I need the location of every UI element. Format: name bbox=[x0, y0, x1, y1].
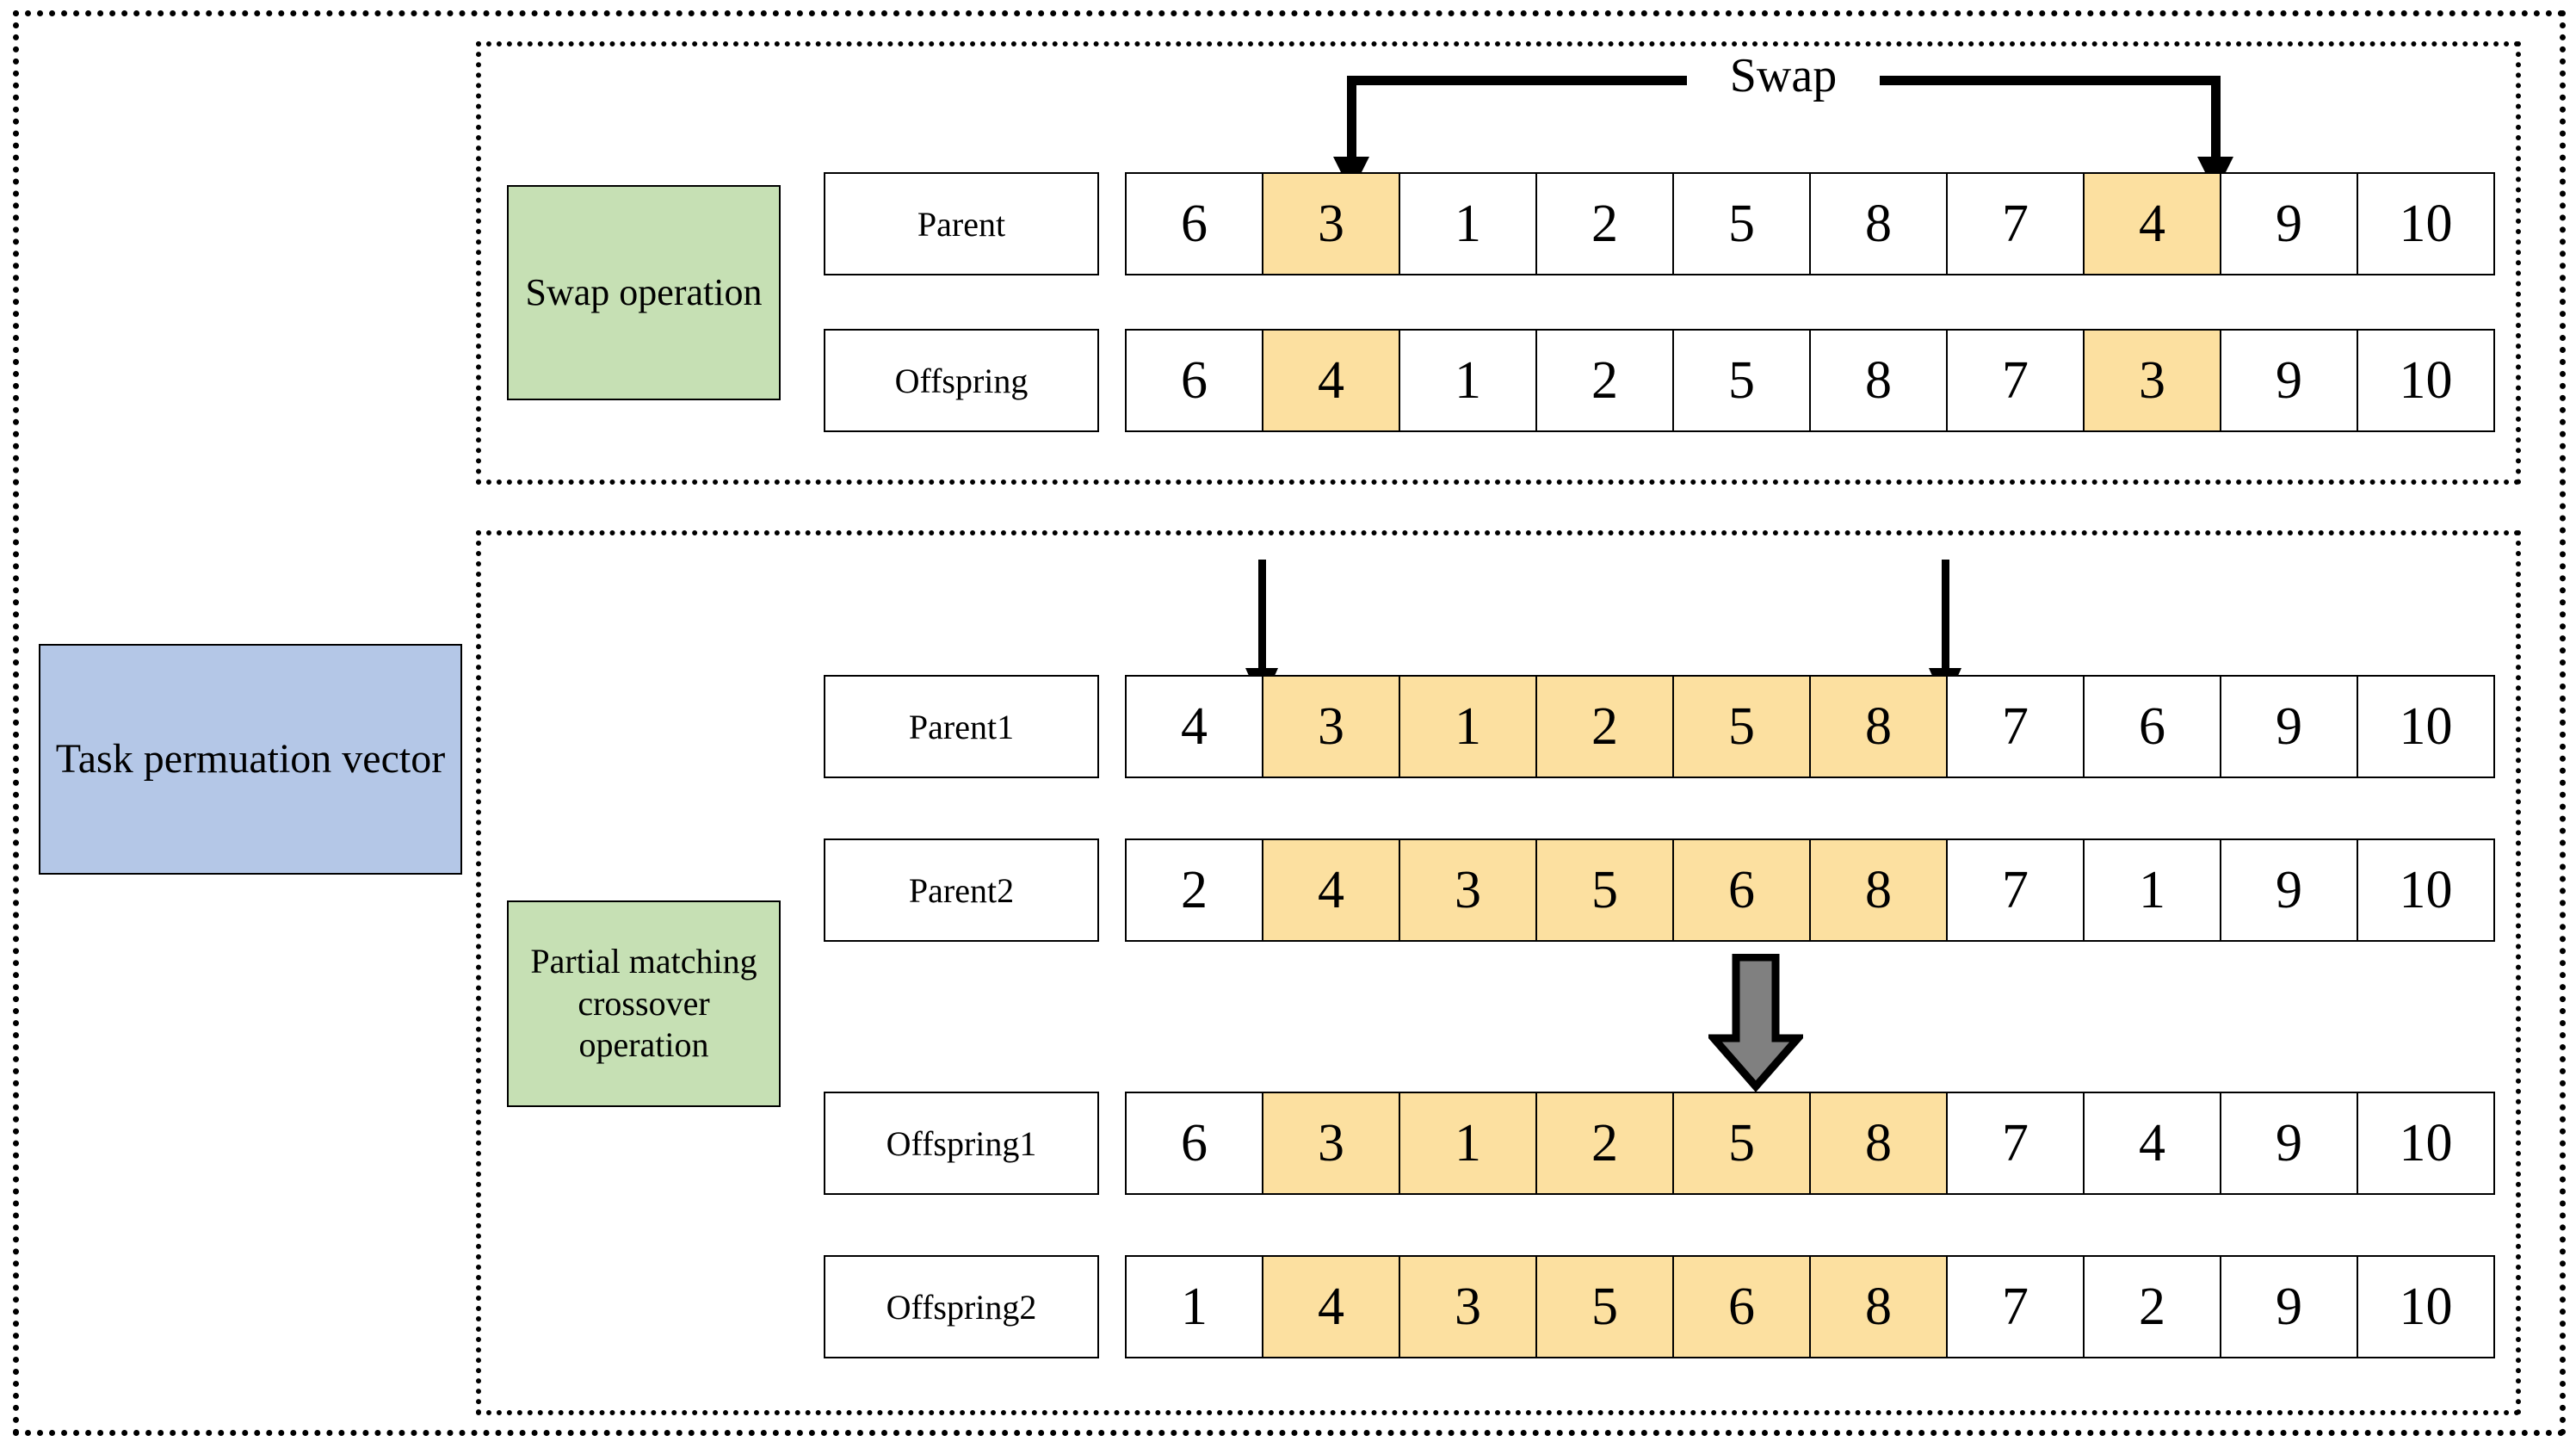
block-arrow-svg bbox=[1705, 953, 1807, 1092]
perm-cell: 9 bbox=[2221, 677, 2358, 776]
perm-cell: 9 bbox=[2221, 174, 2358, 274]
perm-cell: 4 bbox=[1263, 840, 1400, 940]
perm-cell: 10 bbox=[2358, 840, 2495, 940]
perm-cell: 1 bbox=[1400, 1093, 1537, 1193]
swap-bracket-right-stem bbox=[2211, 76, 2221, 160]
perm-cell: 4 bbox=[2085, 174, 2221, 274]
cut-point-arrow-stem-left bbox=[1258, 560, 1266, 671]
perm-cell: 5 bbox=[1674, 331, 1811, 430]
perm-cell: 10 bbox=[2358, 331, 2495, 430]
perm-cell: 7 bbox=[1948, 840, 2085, 940]
perm-cell: 9 bbox=[2221, 1257, 2358, 1357]
perm-cell: 5 bbox=[1674, 677, 1811, 776]
row-label-parent1: Parent1 bbox=[824, 675, 1099, 778]
perm-cell: 7 bbox=[1948, 174, 2085, 274]
perm-cell: 1 bbox=[2085, 840, 2221, 940]
perm-cell: 2 bbox=[1127, 840, 1263, 940]
row-label-offspring: Offspring bbox=[824, 329, 1099, 432]
perm-cell: 5 bbox=[1537, 1257, 1674, 1357]
perm-cell: 8 bbox=[1811, 174, 1948, 274]
pmx-section-frame bbox=[476, 530, 2521, 1415]
perm-cell: 8 bbox=[1811, 1093, 1948, 1193]
perm-cell: 7 bbox=[1948, 1257, 2085, 1357]
perm-cell: 2 bbox=[2085, 1257, 2221, 1357]
perm-cell: 1 bbox=[1400, 677, 1537, 776]
perm-cell: 6 bbox=[1127, 1093, 1263, 1193]
perm-cell: 3 bbox=[1400, 1257, 1537, 1357]
pmx-operation-box: Partial matching crossover operation bbox=[507, 900, 781, 1107]
perm-cell: 2 bbox=[1537, 331, 1674, 430]
perm-cell: 5 bbox=[1674, 1093, 1811, 1193]
perm-cell: 3 bbox=[1263, 677, 1400, 776]
row-label-offspring1: Offspring1 bbox=[824, 1092, 1099, 1195]
task-permutation-vector-box: Task permuation vector bbox=[39, 644, 462, 875]
perm-cell: 2 bbox=[1537, 1093, 1674, 1193]
perm-cell: 4 bbox=[1127, 677, 1263, 776]
perm-cell: 6 bbox=[1674, 1257, 1811, 1357]
swap-bracket-label: Swap bbox=[1729, 49, 1838, 102]
perm-cell: 1 bbox=[1400, 331, 1537, 430]
perm-cell: 2 bbox=[1537, 677, 1674, 776]
perm-cell: 10 bbox=[2358, 1257, 2495, 1357]
swap-bracket-right-bar bbox=[1880, 76, 2221, 85]
perm-cell: 7 bbox=[1948, 1093, 2085, 1193]
swap-section-frame bbox=[476, 41, 2521, 485]
perm-cell: 10 bbox=[2358, 174, 2495, 274]
perm-cell: 4 bbox=[2085, 1093, 2221, 1193]
swap-operation-box: Swap operation bbox=[507, 185, 781, 400]
perm-cell: 2 bbox=[1537, 174, 1674, 274]
perm-cell: 10 bbox=[2358, 1093, 2495, 1193]
perm-cell: 8 bbox=[1811, 677, 1948, 776]
perm-cell: 8 bbox=[1811, 840, 1948, 940]
perm-cell: 8 bbox=[1811, 1257, 1948, 1357]
perm-cell: 3 bbox=[2085, 331, 2221, 430]
perm-cell: 8 bbox=[1811, 331, 1948, 430]
perm-cell: 10 bbox=[2358, 677, 2495, 776]
perm-cell: 7 bbox=[1948, 677, 2085, 776]
cut-point-arrow-stem-right bbox=[1942, 560, 1949, 671]
swap-bracket-left-bar bbox=[1347, 76, 1687, 85]
perm-cell: 6 bbox=[1127, 331, 1263, 430]
perm-cell: 9 bbox=[2221, 840, 2358, 940]
perm-cell: 3 bbox=[1263, 174, 1400, 274]
perm-cell: 1 bbox=[1127, 1257, 1263, 1357]
perm-cell: 1 bbox=[1400, 174, 1537, 274]
perm-cell: 4 bbox=[1263, 1257, 1400, 1357]
outer-dotted-frame bbox=[13, 10, 2566, 1436]
perm-cell: 3 bbox=[1400, 840, 1537, 940]
row-label-offspring2: Offspring2 bbox=[824, 1255, 1099, 1358]
perm-cell: 4 bbox=[1263, 331, 1400, 430]
swap-bracket-left-stem bbox=[1347, 76, 1356, 160]
perm-cell: 6 bbox=[1674, 840, 1811, 940]
perm-cell: 7 bbox=[1948, 331, 2085, 430]
crossover-block-arrow bbox=[1705, 953, 1807, 1092]
row-label-parent: Parent bbox=[824, 172, 1099, 275]
row-label-parent2: Parent2 bbox=[824, 838, 1099, 942]
perm-cell: 9 bbox=[2221, 1093, 2358, 1193]
perm-cell: 5 bbox=[1674, 174, 1811, 274]
perm-cell: 9 bbox=[2221, 331, 2358, 430]
perm-cell: 5 bbox=[1537, 840, 1674, 940]
perm-cell: 6 bbox=[2085, 677, 2221, 776]
perm-cell: 6 bbox=[1127, 174, 1263, 274]
perm-cell: 3 bbox=[1263, 1093, 1400, 1193]
